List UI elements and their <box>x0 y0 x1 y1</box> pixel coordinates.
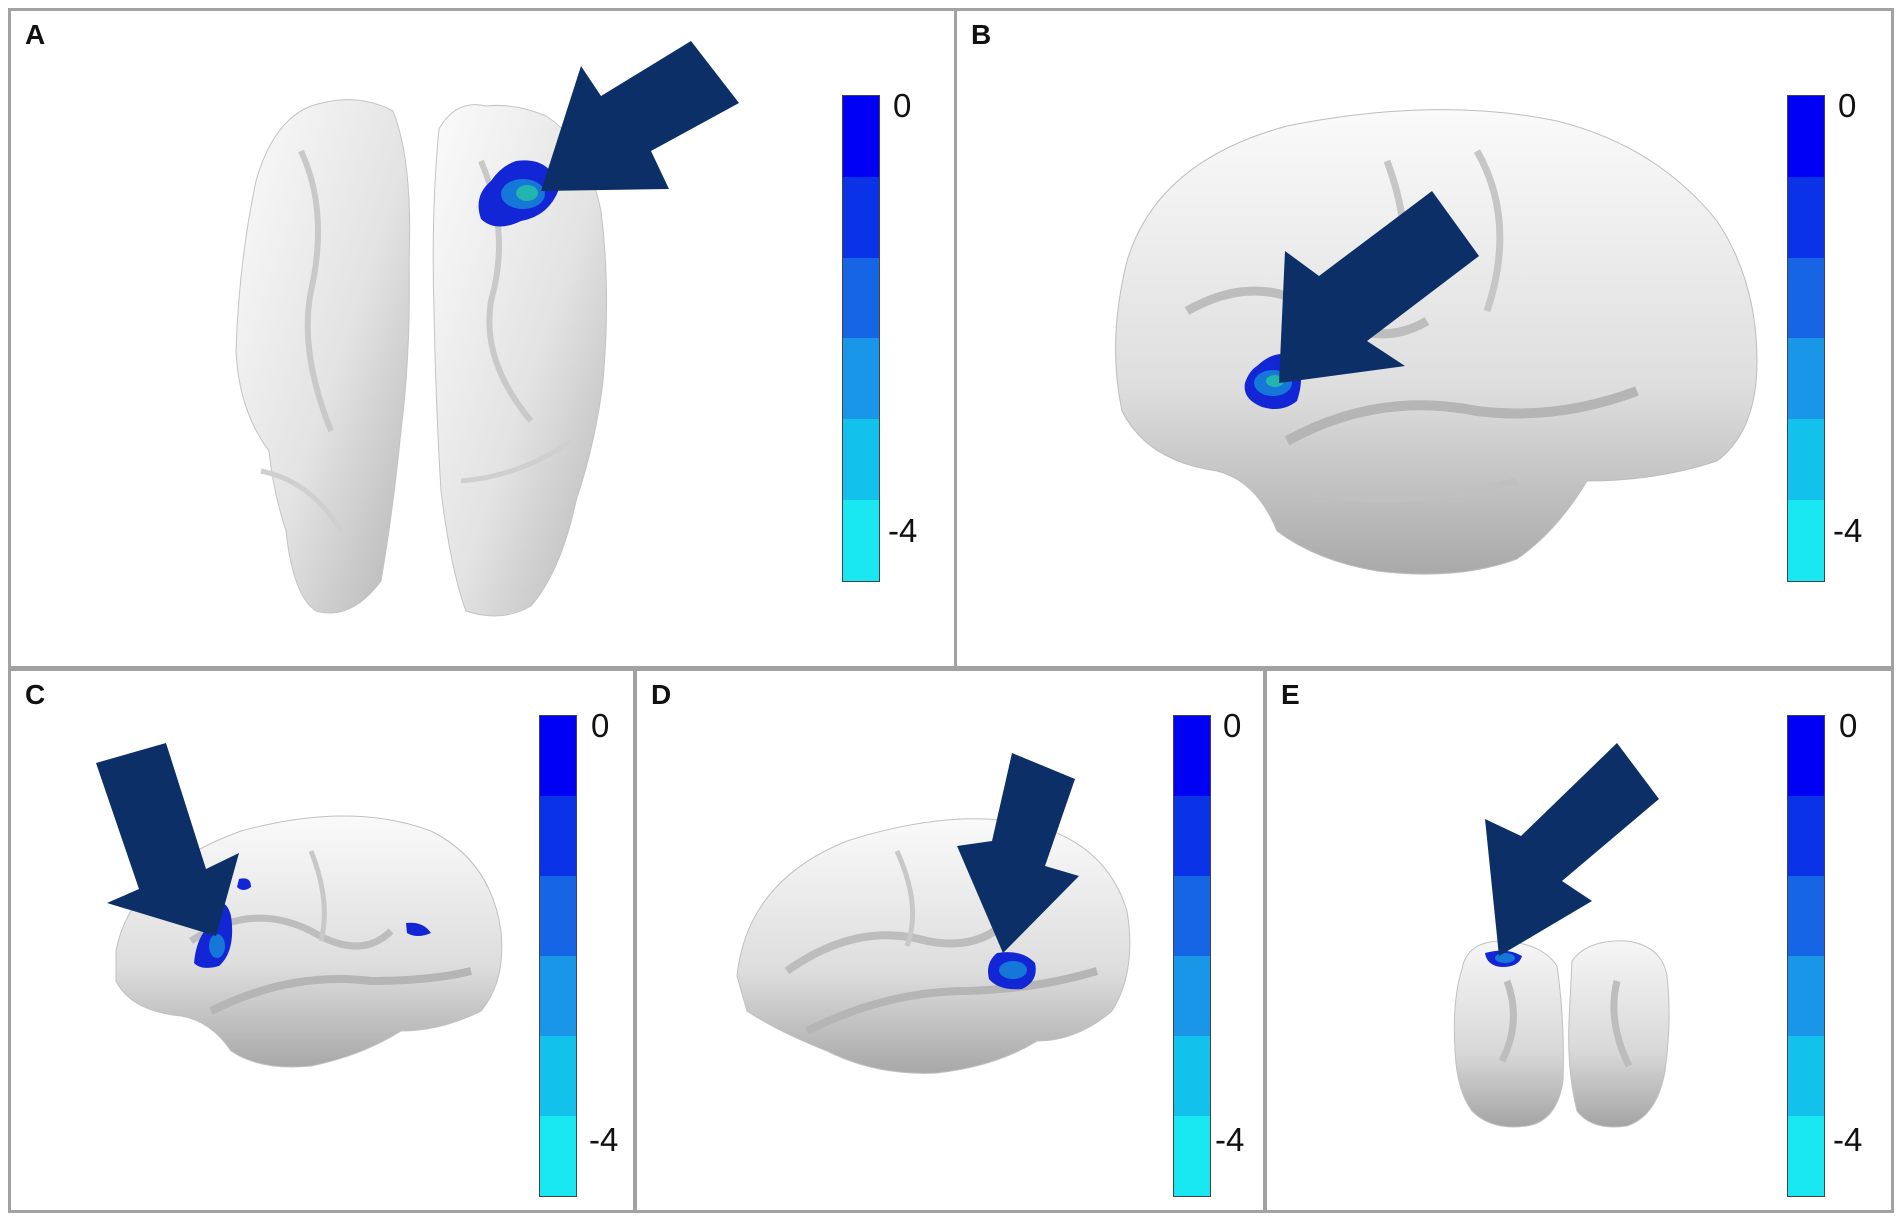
panel-e: E 0 -4 <box>1264 668 1894 1213</box>
arrow-icon <box>96 743 239 936</box>
panel-label: B <box>971 19 992 50</box>
brain-lateral-view <box>736 753 1131 1074</box>
colorbar <box>1173 715 1211 1197</box>
colorbar <box>539 715 577 1197</box>
panel-c: C 0 -4 <box>8 668 636 1213</box>
colorbar-min-label: -4 <box>1833 1121 1863 1158</box>
panel-b: B 0 -4 <box>954 8 1894 669</box>
colorbar <box>1787 715 1825 1197</box>
activation-cluster <box>988 932 1036 990</box>
colorbar-max-label: 0 <box>591 707 610 744</box>
panel-label: E <box>1281 679 1300 710</box>
colorbar-max-label: 0 <box>893 87 912 124</box>
activation-cluster <box>478 160 559 227</box>
brain-posterior-view <box>1453 743 1670 1128</box>
activation-cluster <box>1485 950 1522 967</box>
panel-a: A 0 -4 <box>8 8 959 669</box>
panel-label: A <box>25 19 46 50</box>
activation-cluster <box>194 878 431 968</box>
arrow-icon <box>957 753 1079 953</box>
panel-label: D <box>651 679 672 710</box>
colorbar-min-label: -4 <box>1833 512 1863 549</box>
colorbar <box>842 95 880 582</box>
colorbar-max-label: 0 <box>1838 87 1857 124</box>
left-hemisphere <box>235 99 411 614</box>
colorbar-min-label: -4 <box>888 512 918 549</box>
brain-dorsal-view <box>235 41 739 617</box>
colorbar-max-label: 0 <box>1223 707 1242 744</box>
brain-lateral-view <box>1115 109 1758 575</box>
brain-surface <box>1115 109 1758 575</box>
colorbar <box>1787 95 1825 582</box>
panel-label: C <box>25 679 46 710</box>
arrow-icon <box>541 41 739 191</box>
arrow-icon <box>1485 743 1659 956</box>
brain-lateral-view <box>96 743 503 1068</box>
colorbar-max-label: 0 <box>1839 707 1858 744</box>
colorbar-min-label: -4 <box>589 1121 619 1158</box>
arrow-icon <box>1279 191 1479 383</box>
colorbar-min-label: -4 <box>1215 1121 1245 1158</box>
right-hemisphere <box>432 104 608 617</box>
panel-d: D 0 -4 <box>634 668 1266 1213</box>
